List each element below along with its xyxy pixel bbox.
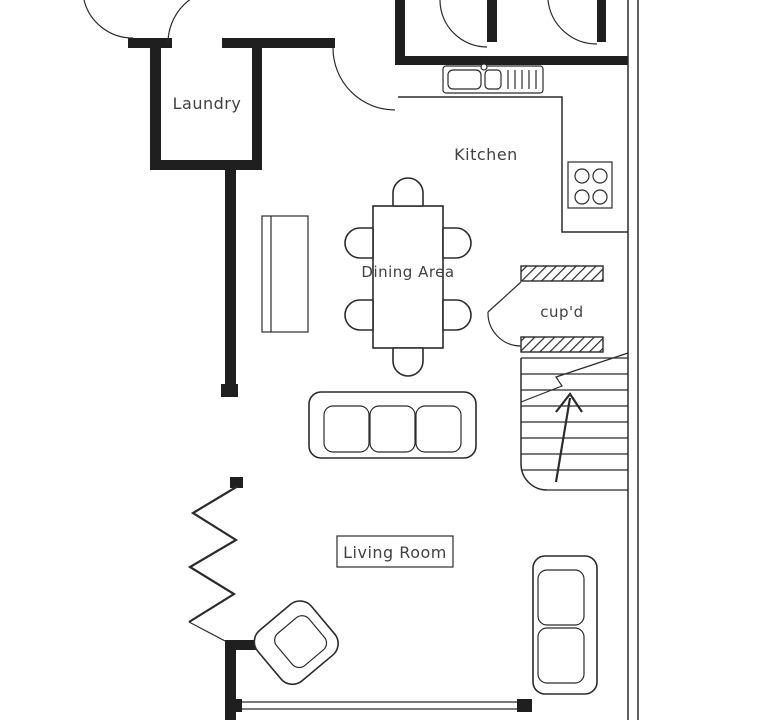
sink-tap	[480, 63, 488, 71]
hob-burner	[574, 189, 590, 205]
label-box	[336, 535, 454, 568]
door-arcs	[83, 0, 598, 111]
door-arc	[439, 0, 488, 48]
dining-chair	[392, 177, 424, 207]
dining-chair	[442, 299, 472, 331]
wall-segment	[395, 0, 405, 58]
living-room-label-box: Living Room	[336, 535, 454, 568]
sink-bowl-small	[484, 69, 502, 90]
dining-chair	[344, 227, 374, 259]
wall-segment	[150, 38, 161, 170]
room-labels: Laundry Kitchen Dining Area cup'd Living…	[173, 94, 583, 568]
stove-hob	[567, 161, 613, 209]
stairs	[520, 352, 629, 491]
cupboard-door-leaf	[487, 281, 522, 313]
sink-bowl	[447, 69, 482, 90]
stairs-stringer	[520, 358, 548, 491]
cupboard-hatched-wall-top	[520, 265, 604, 282]
wall-segment	[395, 56, 628, 65]
kitchen-counter	[398, 63, 628, 233]
sideboard-outline	[261, 215, 309, 333]
wall-end-cap	[227, 699, 242, 712]
door-arc	[547, 0, 598, 45]
right-exterior-wall	[627, 0, 639, 720]
wall-segment	[225, 170, 236, 388]
wall-end-cap	[230, 477, 243, 488]
door-arc	[167, 0, 191, 44]
wall-segment	[150, 160, 262, 170]
wall-segment	[225, 640, 236, 720]
sofa-cushion	[323, 405, 370, 453]
armchair-cushion	[274, 615, 328, 669]
sofa-cushion	[369, 405, 416, 453]
sink-drainer	[507, 70, 537, 89]
laundry-label: Laundry	[173, 94, 242, 113]
three-seat-sofa	[308, 391, 477, 459]
walls	[128, 0, 628, 720]
living-room-label: Living Room	[343, 543, 447, 562]
sideboard	[261, 215, 309, 333]
wall-end-cap	[517, 699, 532, 712]
zigzag-break-line	[187, 485, 239, 643]
sofa-cushion	[415, 405, 462, 453]
wall-end-cap	[221, 384, 238, 397]
wall-segment	[252, 38, 262, 170]
stairs-break-line	[520, 352, 629, 403]
dining-area-label: Dining Area	[361, 263, 454, 281]
kitchen-sink	[442, 63, 544, 94]
dining-chair	[392, 347, 424, 377]
counter-edge	[398, 96, 628, 233]
hob-burner	[592, 189, 608, 205]
cupboard-hatched-wall-bottom	[520, 336, 604, 353]
armchair	[253, 600, 339, 686]
bottom-window	[242, 701, 517, 710]
wall-segment	[222, 38, 335, 48]
stairs-up-arrow	[554, 392, 583, 483]
hob-burner	[592, 168, 608, 184]
hob-burner	[574, 168, 590, 184]
dining-set	[344, 177, 472, 377]
wall-segment	[487, 0, 497, 42]
door-arc	[83, 0, 134, 39]
cupboard	[487, 265, 604, 353]
two-seat-sofa	[532, 555, 598, 695]
cupboard-door-arc	[487, 311, 522, 347]
door-arc	[332, 47, 396, 111]
cupboard-label: cup'd	[540, 303, 583, 321]
wall-segment	[225, 640, 263, 650]
sofa-cushion	[537, 627, 585, 684]
dining-chair	[344, 299, 374, 331]
sofa-cushion	[537, 569, 585, 626]
dining-chair	[442, 227, 472, 259]
wall-segment	[597, 0, 606, 42]
kitchen-label: Kitchen	[454, 145, 518, 164]
dining-table	[372, 205, 444, 349]
